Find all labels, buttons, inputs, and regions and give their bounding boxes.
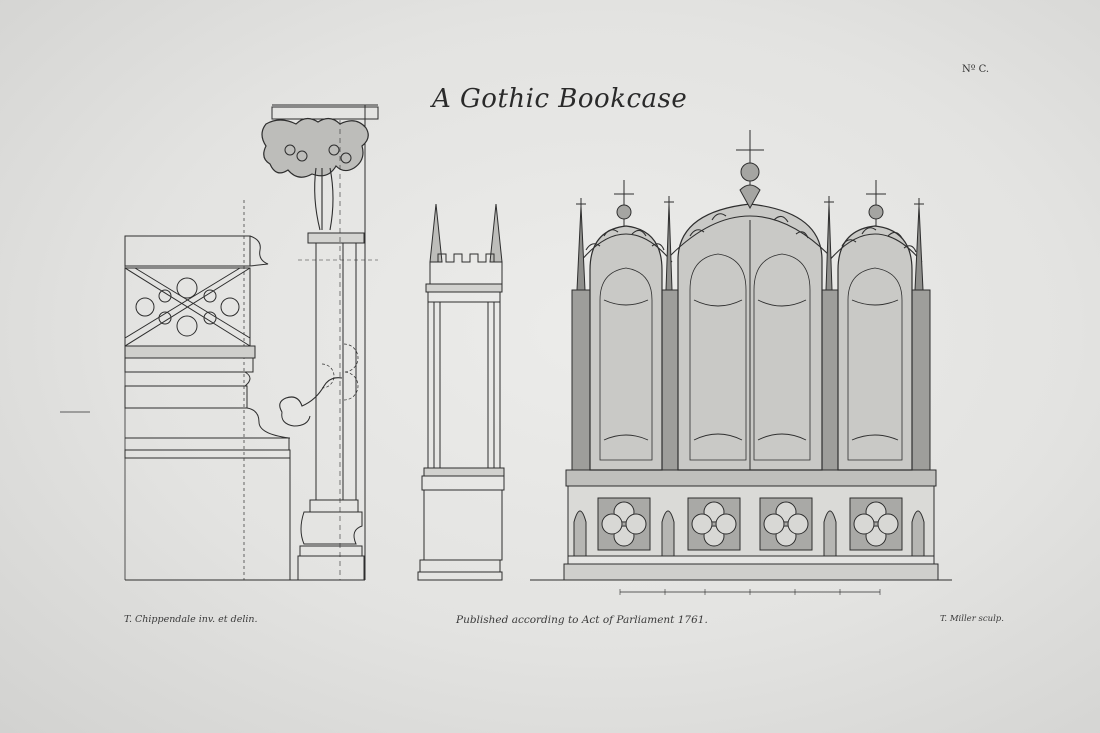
glazed-doors: [589, 203, 913, 471]
plate-title: A Gothic Bookcase: [432, 84, 688, 114]
cross-finial-icon: [576, 130, 924, 291]
plate-number: Nº C.: [962, 64, 990, 75]
pilasters: [571, 289, 931, 471]
quatrefoil-icon: [597, 497, 903, 551]
credit-publication: Published according to Act of Parliament…: [456, 614, 708, 626]
profile-section-detail: [60, 104, 379, 581]
cresting: [579, 213, 923, 263]
credit-engraver: T. Miller sculp.: [940, 614, 1004, 624]
front-elevation: [530, 130, 952, 595]
side-elevation: [417, 203, 505, 581]
lower-niche-arches: [573, 510, 925, 557]
credit-designer: T. Chippendale inv. et delin.: [124, 614, 258, 625]
